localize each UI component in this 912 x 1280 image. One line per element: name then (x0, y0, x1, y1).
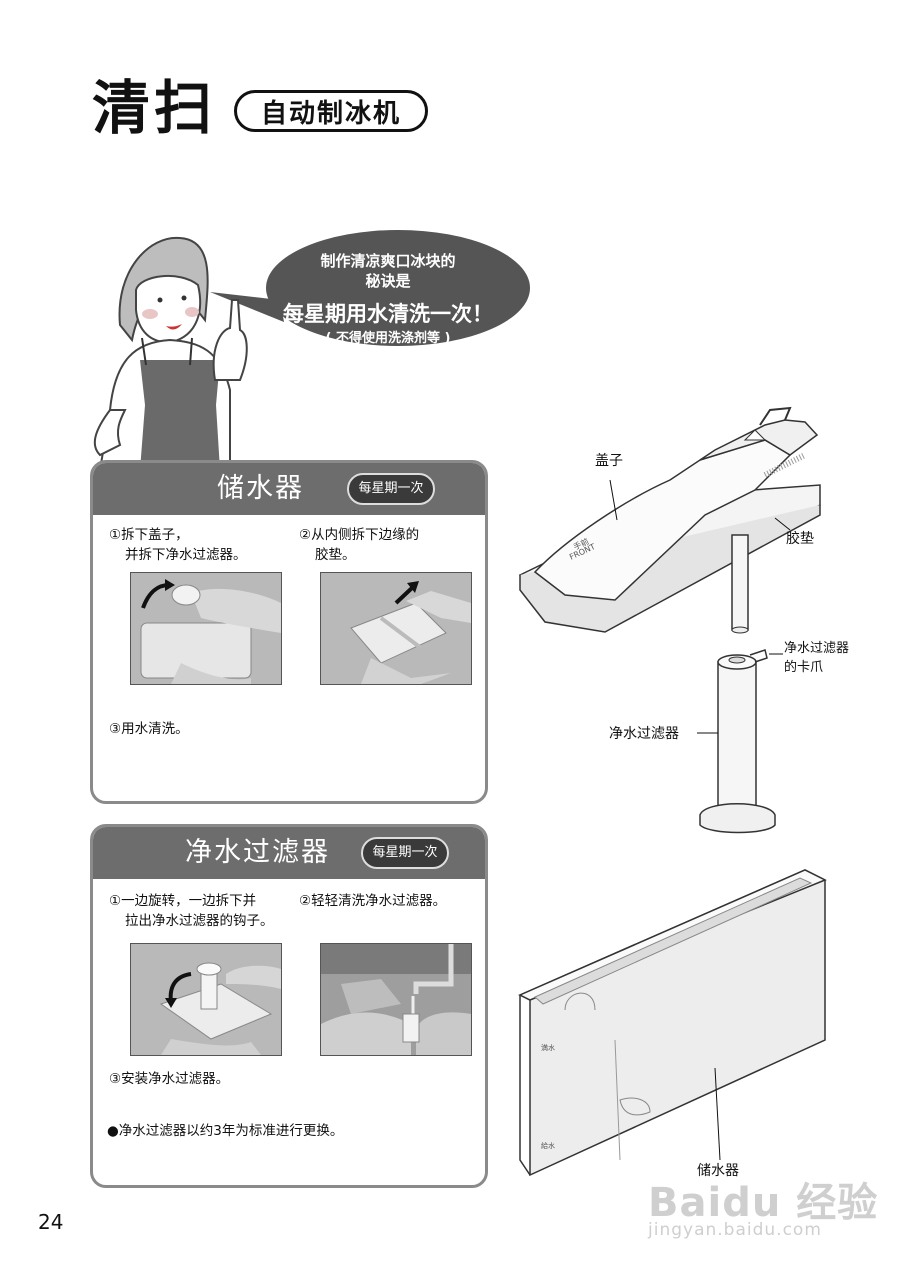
frequency-badge: 每星期一次 (347, 473, 435, 505)
photo-remove-cover (130, 572, 282, 685)
step-1-line-1: ①一边旋转，一边拆下并 (109, 893, 257, 909)
step-1-line-2: 拉出净水过滤器的钩子。 (125, 913, 274, 929)
replacement-note: ●净水过滤器以约3年为标准进行更换。 (107, 1123, 344, 1139)
watermark-brand: Baidu 经验 (648, 1180, 879, 1226)
bubble-line-3: 每星期用水清洗一次！ (283, 302, 493, 326)
cover-body (533, 439, 792, 601)
page-number: 24 (38, 1210, 64, 1234)
label-gasket: 胶垫 (786, 531, 814, 547)
watermark-url: jingyan.baidu.com (648, 1220, 822, 1240)
step-2-line-2: 胶垫。 (315, 547, 356, 563)
label-claw-line-2: 的卡爪 (784, 660, 824, 675)
filter-body (717, 661, 757, 813)
bubble-line-1: 制作清凉爽口冰块的 (320, 252, 456, 270)
water-tank (518, 869, 826, 1177)
step-1-line-1: ①拆下盖子， (109, 527, 189, 543)
panel-water-tank: 储水器 每星期一次 ①拆下盖子， 并拆下净水过滤器。 ②从内侧拆下边缘的 胶垫。… (90, 460, 488, 804)
step-2-line-1: ②从内侧拆下边缘的 (299, 527, 420, 543)
photo-twist-filter (130, 943, 282, 1056)
page-subtitle: 自动制冰机 (234, 90, 428, 132)
label-claw-line-1: 净水过滤器 (784, 641, 850, 656)
tank-mark-top: 満水 (541, 1043, 555, 1052)
woman-illustration (93, 230, 530, 470)
label-tank: 储水器 (697, 1163, 739, 1179)
tank-mark-bottom: 給水 (541, 1141, 555, 1150)
bubble-line-4: ( 不得使用洗涤剂等 ) (325, 331, 451, 346)
frequency-badge: 每星期一次 (361, 837, 449, 869)
photo-rinse-filter (320, 943, 472, 1056)
page-title: 清扫 (92, 74, 217, 142)
panel-water-filter: 净水过滤器 每星期一次 ①一边旋转，一边拆下并 拉出净水过滤器的钩子。 ②轻轻清… (90, 824, 488, 1188)
parts-diagram: 手前 FRONT 満水 給水 (518, 406, 827, 1177)
photo-remove-gasket (320, 572, 472, 685)
panel-title: 净水过滤器 (185, 837, 330, 868)
step-3: ③用水清洗。 (109, 721, 189, 737)
panel-title: 储水器 (217, 473, 304, 504)
speech-bubble (266, 230, 530, 346)
step-3: ③安装净水过滤器。 (109, 1071, 230, 1087)
step-2: ②轻轻清洗净水过滤器。 (299, 893, 447, 909)
bubble-line-2: 秘诀是 (365, 272, 411, 290)
step-1-line-2: 并拆下净水过滤器。 (125, 547, 247, 563)
label-cover: 盖子 (595, 453, 623, 469)
label-filter: 净水过滤器 (609, 726, 679, 742)
